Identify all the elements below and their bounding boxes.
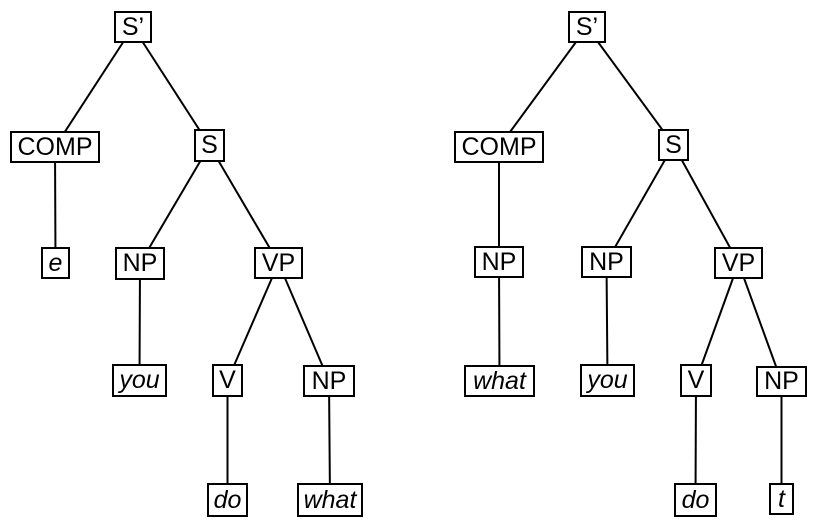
tree-node-vp: VP [254, 247, 303, 279]
tree-node-np-subject: NP [581, 246, 632, 278]
tree-leaf-you: you [580, 364, 635, 397]
tree-leaf-you: you [112, 364, 167, 397]
tree-node-np-object: NP [756, 366, 807, 397]
tree-node-np-object: NP [303, 365, 355, 397]
tree-node-v: V [212, 364, 243, 397]
tree-node-v: V [680, 364, 712, 397]
tree-node-s: S [194, 129, 225, 162]
tree-node-vp: VP [714, 247, 763, 279]
tree-node-np-comp: NP [474, 246, 524, 278]
tree-leaf-trace: t [769, 483, 794, 515]
tree-node-comp: COMP [10, 131, 100, 163]
tree-leaf-what: what [464, 365, 535, 397]
tree-leaf-do: do [207, 483, 248, 517]
tree-leaf-do: do [674, 483, 717, 517]
tree-node-comp: COMP [454, 131, 544, 163]
tree-leaf-what: what [297, 483, 363, 517]
tree-node-s: S [658, 129, 689, 161]
tree-node-s-bar: S’ [114, 11, 152, 43]
tree-leaf-e: e [41, 247, 70, 279]
tree-node-s-bar: S’ [568, 11, 606, 43]
tree-node-np-subject: NP [115, 247, 165, 280]
